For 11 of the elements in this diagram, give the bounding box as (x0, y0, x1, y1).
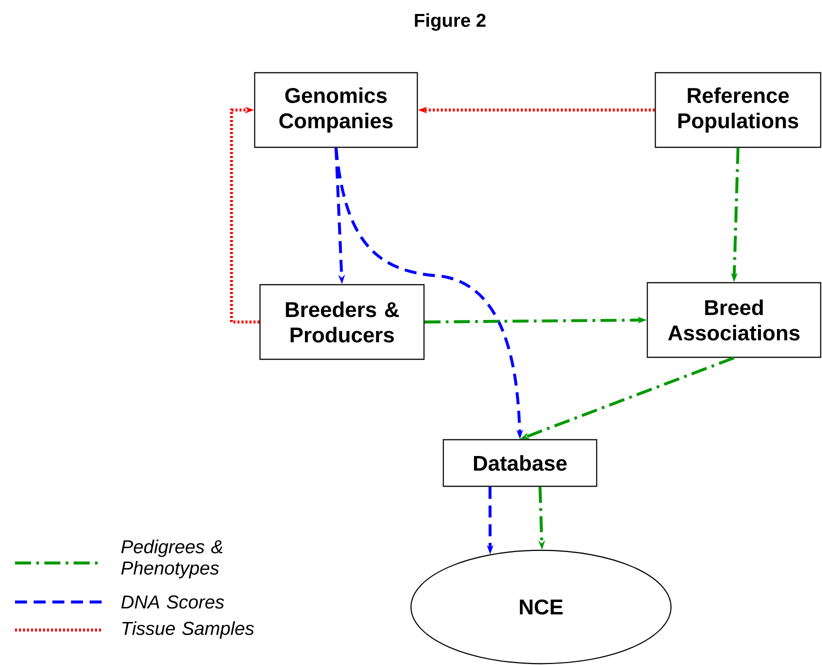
legend-label: Pedigrees & Phenotypes (121, 540, 222, 578)
figure-title: Figure 2 (414, 13, 486, 31)
process-box: Genomics Companies (254, 72, 418, 148)
legend-label: Tissue Samples (122, 621, 254, 639)
legend-label: DNA Scores (121, 595, 224, 609)
process-box: Breeders & Producers (259, 284, 425, 360)
arrow (230, 106, 260, 324)
process-box: Breed Associations (646, 282, 822, 358)
process-box: Reference Populations (654, 72, 822, 148)
process-box: Database (442, 439, 598, 487)
ellipse-node: NCE (410, 550, 672, 664)
